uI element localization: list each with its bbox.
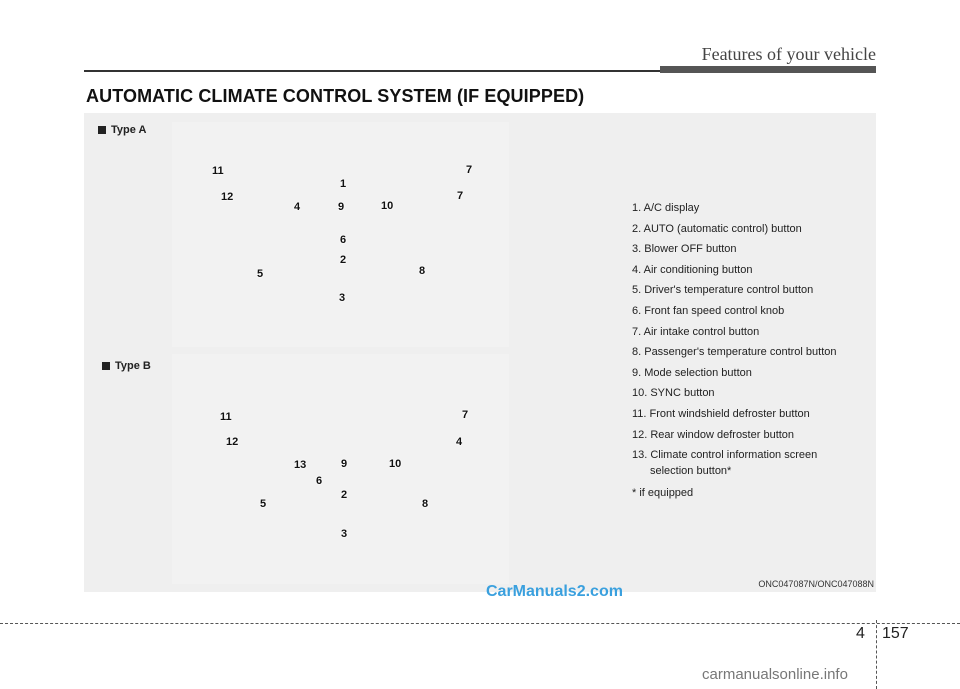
legend-item: 1. A/C display: [632, 202, 700, 214]
callout-b: 3: [341, 528, 348, 540]
legend-item: 12. Rear window defroster button: [632, 428, 795, 441]
legend-item: 10. SYNC button: [632, 387, 715, 400]
callout-a: 1: [340, 178, 347, 190]
callout-b: 12: [226, 436, 239, 448]
page-number: 157: [882, 625, 909, 642]
callout-a: 7: [457, 190, 464, 202]
header-bar: [660, 66, 876, 73]
legend-item: 3. Blower OFF button: [632, 243, 737, 256]
legend-item: 8. Passenger's temperature control butto…: [632, 346, 837, 359]
callout-a: 3: [339, 292, 346, 304]
square-bullet-icon: [102, 362, 110, 370]
site-watermark: carmanualsonline.info: [702, 666, 848, 683]
legend-footnote: * if equipped: [632, 487, 694, 500]
callout-b: 8: [422, 498, 429, 510]
callout-b: 13: [294, 459, 307, 471]
callout-a: 5: [257, 268, 264, 280]
watermark-link[interactable]: CarManuals2.com: [486, 583, 623, 600]
figure-code: ONC047087N/ONC047088N: [758, 579, 874, 589]
legend-item: 2. AUTO (automatic control) button: [632, 222, 802, 235]
legend-item-13-line1: 13. Climate control information screen: [632, 449, 818, 462]
figure-type-a: [172, 122, 509, 347]
legend-item-13-line2: selection button*: [650, 465, 732, 478]
callout-b: 6: [316, 475, 323, 487]
legend-list: 1. A/C display 2. AUTO (automatic contro…: [632, 200, 837, 506]
section-header: Features of your vehicle: [701, 44, 876, 64]
callout-a: 4: [294, 201, 301, 213]
callout-a: 6: [340, 234, 347, 246]
type-b-label: Type B: [102, 360, 151, 372]
callout-b: 7: [462, 409, 469, 421]
page-title: AUTOMATIC CLIMATE CONTROL SYSTEM (IF EQU…: [86, 86, 585, 106]
legend-item: 11. Front windshield defroster button: [632, 407, 810, 420]
footer-rule: [0, 623, 960, 624]
callout-a: 11: [212, 165, 224, 177]
callout-b: 9: [341, 458, 348, 470]
legend-item-13: 13. Climate control information screen s…: [632, 447, 837, 485]
footer-divider: [876, 620, 878, 689]
callout-a: 7: [466, 164, 473, 176]
figure-type-b: [172, 354, 509, 584]
callout-b: 11: [220, 411, 232, 423]
callout-a: 9: [338, 201, 345, 213]
header-rule: [84, 70, 660, 72]
callout-a: 2: [340, 254, 347, 266]
type-b-text: Type B: [115, 360, 151, 372]
legend-item: 5. Driver's temperature control button: [632, 284, 814, 297]
legend-item: 9. Mode selection button: [632, 366, 752, 379]
callout-a: 10: [381, 200, 394, 212]
callout-b: 5: [260, 498, 267, 510]
legend-item: 7. Air intake control button: [632, 325, 760, 338]
callout-a: 8: [419, 265, 426, 277]
callout-b: 2: [341, 489, 348, 501]
type-a-label: Type A: [98, 124, 146, 136]
legend-item: 4. Air conditioning button: [632, 263, 753, 276]
chapter-number: 4: [856, 625, 865, 642]
callout-b: 10: [389, 458, 402, 470]
legend-item: 6. Front fan speed control knob: [632, 304, 785, 317]
square-bullet-icon: [98, 126, 106, 134]
type-a-text: Type A: [111, 124, 147, 136]
callout-a: 12: [221, 191, 234, 203]
callout-b: 4: [456, 436, 463, 448]
